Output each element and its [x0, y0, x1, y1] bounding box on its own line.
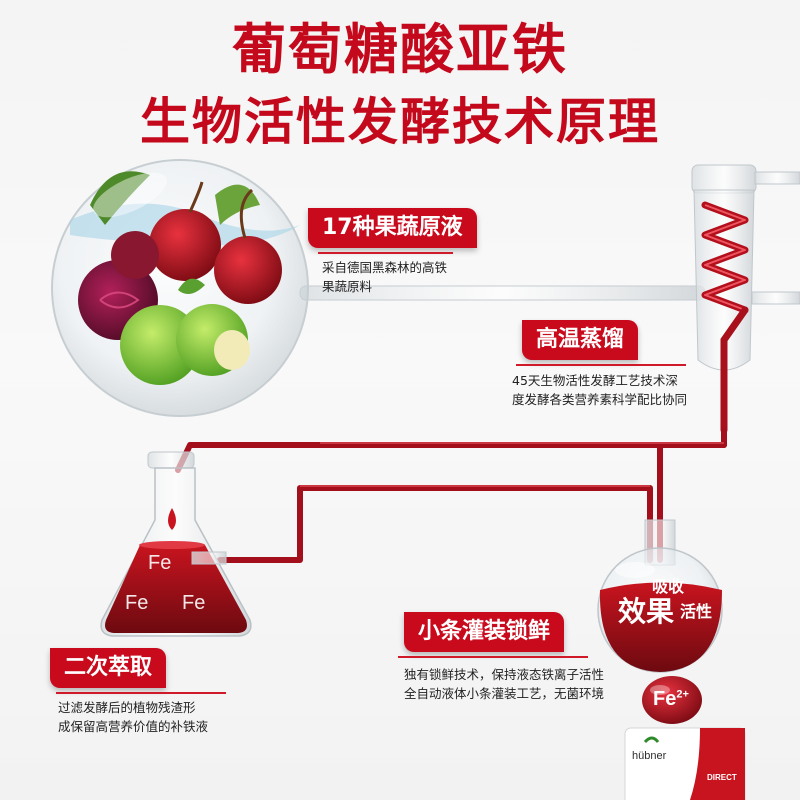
ion-charge: 2+	[676, 688, 689, 701]
liquid-pipes	[175, 427, 727, 563]
sphere-effect-label: 效果	[618, 596, 675, 627]
step-desc-fruit-juice: 采自德国黑森林的高铁 果蔬原料	[322, 258, 447, 296]
step-badge-filling: 小条灌装锁鲜	[404, 612, 565, 652]
title-line-2: 生物活性发酵技术原理	[140, 93, 660, 151]
step-desc-line: 全自动液体小条灌装工艺，无菌环境	[404, 686, 605, 701]
step-divider-4	[398, 656, 588, 658]
brand-logo: hübner	[632, 750, 667, 762]
iron-droplet	[642, 676, 702, 724]
flask-fe-label-3: Fe	[182, 592, 206, 614]
step-desc-line: 独有锁鲜技术，保持液态铁离子活性	[404, 667, 605, 682]
step-desc-line: 45天生物活性发酵工艺技术深	[512, 373, 678, 388]
product-tag: DIRECT	[707, 773, 737, 782]
sphere-activity-label: 活性	[680, 604, 713, 621]
title-line-1: 葡萄糖酸亚铁	[232, 18, 568, 81]
fruit-bubble	[51, 159, 309, 417]
flask-fe-label-1: Fe	[148, 552, 172, 574]
step-desc-line: 度发酵各类营养素科学配比协同	[512, 392, 688, 407]
step-divider-1	[318, 252, 453, 254]
sphere-absorb-label: 吸收	[652, 579, 685, 596]
step-desc-line: 过滤发酵后的植物残渣形	[58, 700, 196, 715]
product-sachet	[624, 727, 746, 800]
step-desc-line: 果蔬原料	[322, 279, 373, 294]
result-sphere	[597, 519, 723, 673]
step-badge-extraction: 二次萃取	[50, 648, 167, 688]
step-desc-distillation: 45天生物活性发酵工艺技术深 度发酵各类营养素科学配比协同	[512, 371, 687, 409]
step-desc-line: 采自德国黑森林的高铁	[322, 260, 448, 275]
step-divider-2	[516, 364, 686, 366]
step-divider-3	[56, 692, 226, 694]
step-desc-line: 成保留高营养价值的补铁液	[58, 719, 209, 734]
extraction-flask	[100, 451, 252, 637]
step-badge-fruit-juice: 17种果蔬原液	[308, 208, 477, 248]
step-badge-distillation: 高温蒸馏	[522, 320, 639, 360]
ion-symbol: Fe2+	[653, 688, 689, 711]
step-desc-extraction: 过滤发酵后的植物残渣形 成保留高营养价值的补铁液	[58, 698, 208, 736]
flask-fe-label-2: Fe	[125, 592, 149, 614]
distillation-condenser	[691, 164, 800, 434]
step-desc-filling: 独有锁鲜技术，保持液态铁离子活性 全自动液体小条灌装工艺，无菌环境	[404, 665, 604, 703]
ion-symbol-text: Fe	[653, 688, 677, 710]
